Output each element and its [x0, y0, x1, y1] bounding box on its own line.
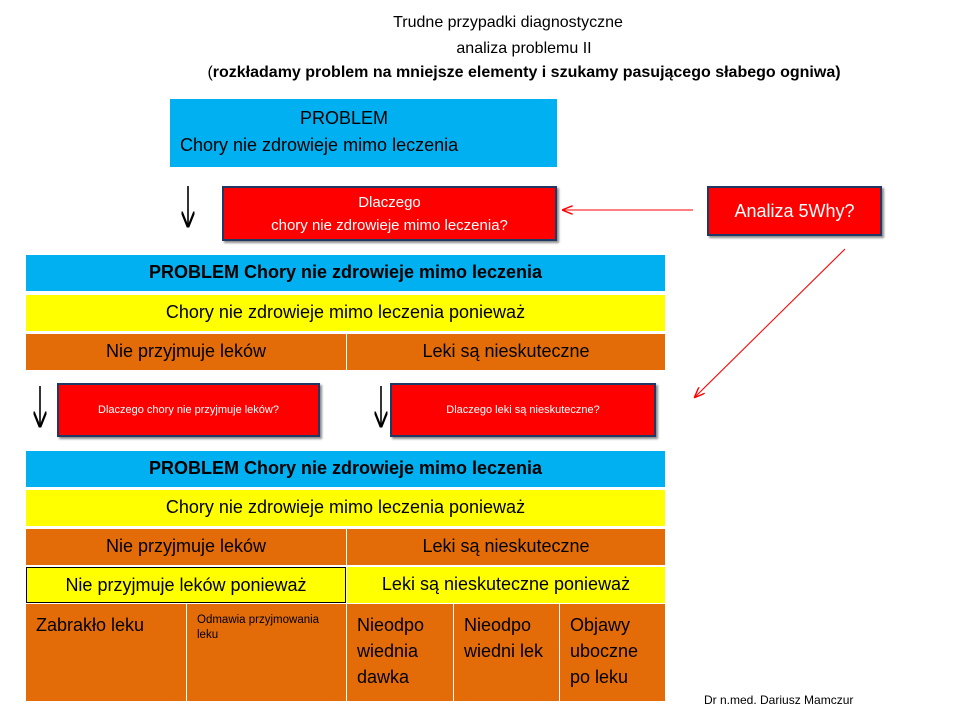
cause-cell-2: Odmawia przyjmowania leku	[186, 603, 346, 701]
title-line-2: analiza problemu II	[456, 40, 592, 57]
problem-heading: PROBLEM	[300, 108, 389, 128]
cause-cell-5: Objawy uboczne po leku	[559, 603, 665, 701]
author-credit: Dr n.med. Dariusz Mamczur	[704, 693, 854, 707]
why-line-1: Dlaczego	[358, 194, 421, 211]
why-left-box: Dlaczego chory nie przyjmuje leków?	[57, 383, 320, 437]
table1-reason-left: Nie przyjmuje leków	[26, 334, 346, 370]
table2-reason-left: Nie przyjmuje leków	[26, 529, 346, 565]
problem-box: PROBLEM Chory nie zdrowieje mimo leczeni…	[170, 99, 557, 167]
why-right-box: Dlaczego leki są nieskuteczne?	[390, 383, 656, 437]
title-line-3-text: rozkładamy problem na mniejsze elementy …	[212, 64, 841, 81]
red-arrow-diagonal-icon	[695, 248, 846, 397]
problem-text: Chory nie zdrowieje mimo leczenia	[180, 135, 459, 155]
table1-header: PROBLEM Chory nie zdrowieje mimo leczeni…	[26, 255, 665, 291]
why-line-2: chory nie zdrowieje mimo leczenia?	[271, 217, 508, 234]
title-paren: (	[207, 64, 213, 81]
table2-because: Chory nie zdrowieje mimo leczenia poniew…	[26, 490, 665, 526]
cause-cell-4: Nieodpo wiedni lek	[453, 603, 559, 701]
table1-reason-right: Leki są nieskuteczne	[346, 334, 665, 370]
title-line-1: Trudne przypadki diagnostyczne	[393, 14, 623, 31]
table2-because-right: Leki są nieskuteczne ponieważ	[346, 567, 665, 603]
table1-because: Chory nie zdrowieje mimo leczenia poniew…	[26, 295, 665, 331]
table2-reason-right: Leki są nieskuteczne	[346, 529, 665, 565]
table2-because-left: Nie przyjmuje leków ponieważ	[26, 567, 346, 603]
cause-cell-1: Zabrakło leku	[26, 603, 186, 701]
title-line-3: (rozkładamy problem na mniejsze elementy…	[44, 64, 960, 82]
analysis-5why-button[interactable]: Analiza 5Why?	[707, 186, 882, 236]
table2-header: PROBLEM Chory nie zdrowieje mimo leczeni…	[26, 451, 665, 487]
why-box: Dlaczego chory nie zdrowieje mimo leczen…	[222, 186, 557, 241]
cause-cell-3: Nieodpo wiednia dawka	[346, 603, 453, 701]
